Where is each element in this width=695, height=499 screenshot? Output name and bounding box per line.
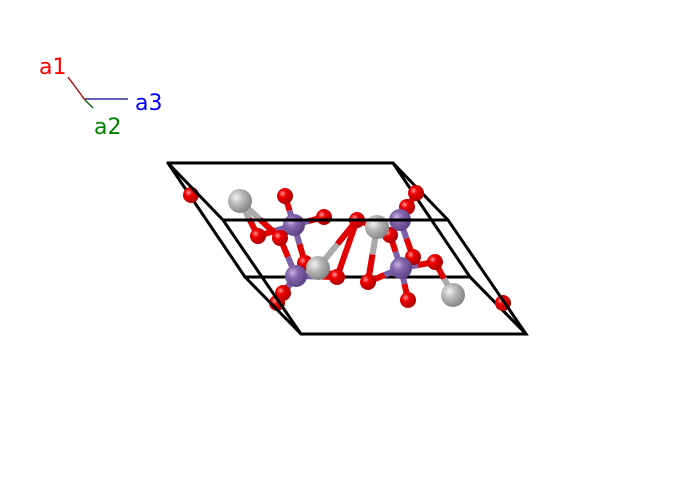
unit-cell-front-edges: [166, 161, 529, 336]
manganese-atom: [390, 257, 412, 279]
oxygen-atom: [183, 187, 199, 203]
gray-atom: [306, 256, 330, 280]
a1-axis-label: a1: [39, 55, 66, 80]
oxygen-atom: [316, 209, 332, 225]
oxygen-atom: [427, 254, 443, 270]
oxygen-atom: [250, 228, 266, 244]
oxygen-atom: [277, 188, 293, 204]
bonds: [237, 191, 456, 305]
a3-axis-label: a3: [135, 91, 162, 116]
oxygen-atom: [408, 185, 424, 201]
oxygen-atom: [360, 274, 376, 290]
manganese-atom: [285, 265, 307, 287]
a2-axis-line: [84, 99, 94, 109]
gray-atom: [228, 189, 252, 213]
oxygen-atom: [329, 269, 345, 285]
a2-axis-label: a2: [94, 115, 121, 140]
a1-axis-line: [67, 76, 86, 101]
axis-indicator: a1 a2 a3: [39, 55, 162, 140]
oxygen-atom: [400, 292, 416, 308]
manganese-atom: [283, 214, 305, 236]
oxygen-atom: [272, 230, 288, 246]
gray-atom: [441, 283, 465, 307]
